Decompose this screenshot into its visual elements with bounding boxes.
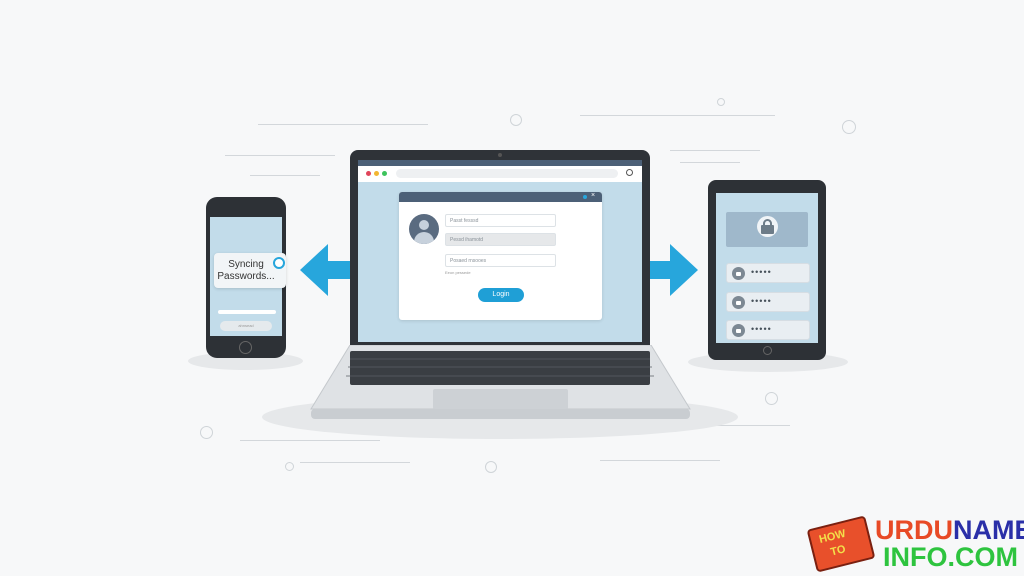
- phone-progress-bar: [218, 310, 276, 314]
- password-mask: •••••: [751, 324, 772, 334]
- phone-button[interactable]: ahnsead: [220, 321, 272, 331]
- password-row[interactable]: •••••: [726, 292, 810, 312]
- password-mask: •••••: [751, 296, 772, 306]
- title-bar: [358, 160, 642, 166]
- password-field[interactable]: Pessd ihamotd: [445, 233, 556, 246]
- forgot-link[interactable]: Eeon pessede: [445, 270, 471, 275]
- lock-icon: [732, 267, 745, 280]
- phone-home-button[interactable]: [239, 341, 252, 354]
- login-button[interactable]: Login: [478, 288, 524, 302]
- lock-icon: [732, 296, 745, 309]
- lock-header: [726, 212, 808, 247]
- sync-card: Syncing Passwords...: [214, 253, 286, 288]
- close-icon[interactable]: ×: [591, 192, 596, 199]
- padlock-icon: [757, 216, 778, 237]
- logo-line2: INFO.COM: [883, 542, 1018, 572]
- tablet-home-button[interactable]: [763, 346, 772, 355]
- arrow-right-icon: [612, 244, 698, 296]
- search-icon[interactable]: [626, 169, 633, 176]
- tablet-screen: ••••• ••••• •••••: [716, 193, 818, 343]
- sync-message: Syncing Passwords...: [217, 259, 275, 282]
- password-row[interactable]: •••••: [726, 320, 810, 340]
- username-field[interactable]: Passt fesssd: [445, 214, 556, 227]
- address-bar[interactable]: [396, 169, 618, 178]
- trackpad: [433, 389, 568, 409]
- minimize-dot[interactable]: [374, 171, 379, 176]
- browser-bar: [358, 166, 642, 182]
- laptop-screen: × Passt fesssd Pessd ihamotd Posaed rnso…: [358, 160, 642, 342]
- watermark-logo: HOW TO URDUNAME INFO.COM: [805, 514, 1024, 576]
- maximize-dot[interactable]: [382, 171, 387, 176]
- tablet: ••••• ••••• •••••: [708, 180, 826, 360]
- sync-icon: [273, 257, 285, 269]
- laptop-base: [310, 345, 691, 419]
- arrow-left-icon: [300, 244, 386, 296]
- avatar: [409, 214, 439, 244]
- dialog-header: ×: [399, 192, 602, 202]
- keyboard: [350, 351, 650, 385]
- password-row[interactable]: •••••: [726, 263, 810, 283]
- laptop-bezel: × Passt fesssd Pessd ihamotd Posaed rnso…: [350, 150, 650, 348]
- close-dot[interactable]: [366, 171, 371, 176]
- status-dot: [583, 195, 587, 199]
- confirm-field[interactable]: Posaed rnsooes: [445, 254, 556, 267]
- book-icon: HOW TO: [806, 515, 876, 573]
- lock-icon: [732, 324, 745, 337]
- camera: [498, 153, 502, 157]
- logo-line1: URDUNAME: [875, 515, 1024, 545]
- login-dialog: × Passt fesssd Pessd ihamotd Posaed rnso…: [399, 192, 602, 320]
- password-mask: •••••: [751, 267, 772, 277]
